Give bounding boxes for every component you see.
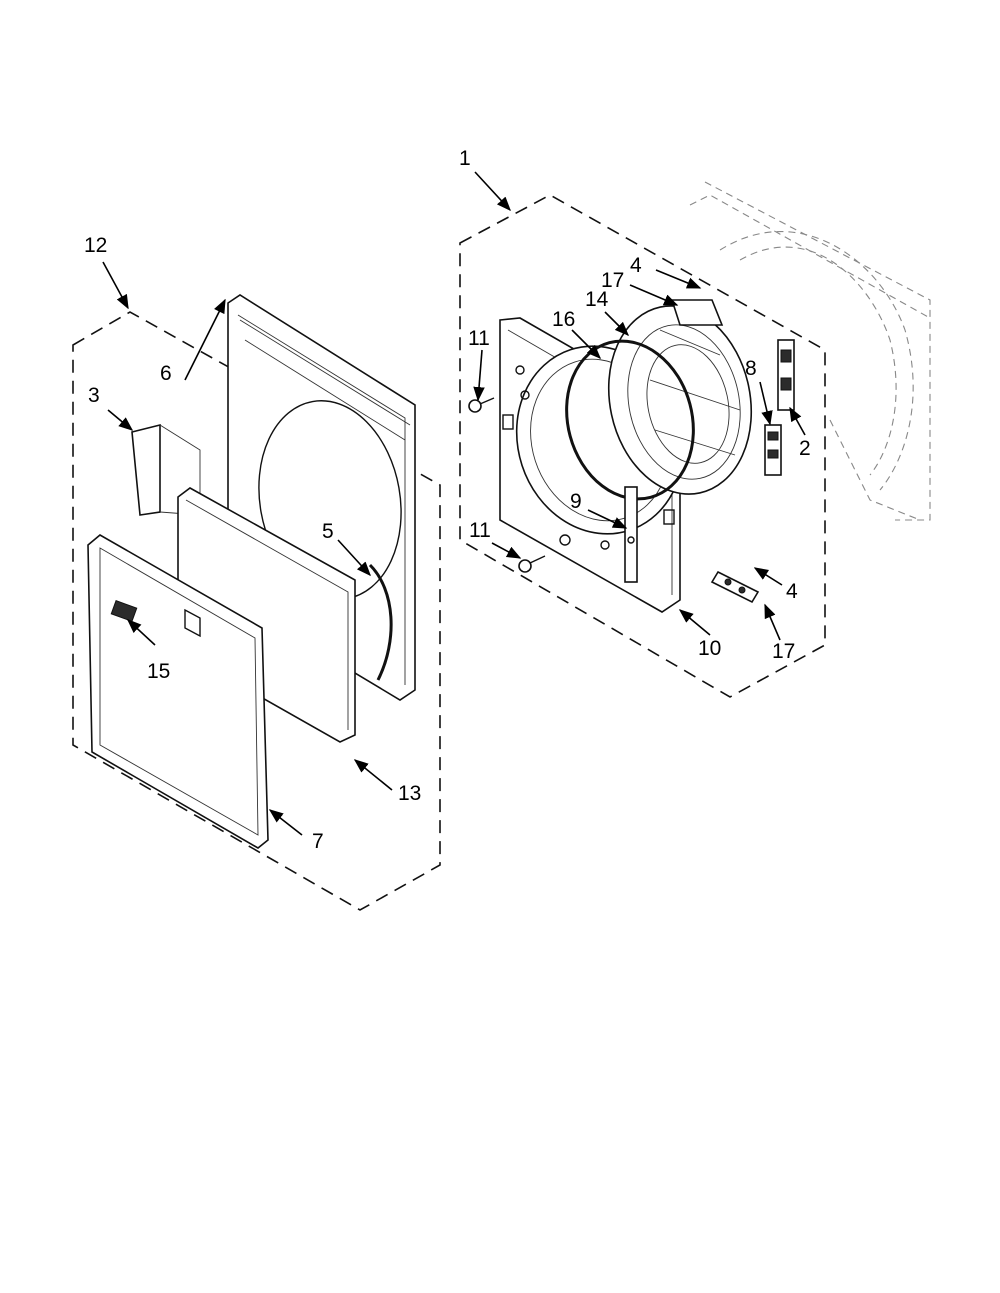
callout-7: 7 (312, 830, 324, 853)
door-gasket (565, 339, 695, 501)
callout-12: 12 (84, 234, 107, 257)
glass-seal (368, 563, 393, 681)
door-latch (777, 339, 795, 411)
callout-11-upper: 11 (468, 327, 490, 350)
callout-labels: 1 12 3 6 5 15 13 7 11 11 4 17 14 16 8 2 … (84, 147, 811, 853)
callout-17-upper: 17 (601, 269, 624, 292)
callout-17-lower: 17 (772, 640, 795, 663)
callout-6: 6 (160, 362, 172, 385)
door-hinge (624, 486, 638, 583)
callout-2: 2 (799, 437, 811, 460)
cabinet-outline (689, 181, 931, 521)
callout-13: 13 (398, 782, 421, 805)
callout-9: 9 (570, 490, 582, 513)
front-panel-assembly-group (459, 181, 931, 698)
callout-4-lower: 4 (786, 580, 798, 603)
callout-3: 3 (88, 384, 100, 407)
callout-10: 10 (698, 637, 721, 660)
lower-bracket (710, 570, 760, 604)
callout-1: 1 (459, 147, 471, 170)
door-seal-tub-ring (607, 305, 753, 495)
callout-4-upper: 4 (630, 254, 642, 277)
door-badge (110, 600, 138, 622)
screw-upper (468, 397, 495, 413)
callout-11-lower: 11 (469, 519, 491, 542)
door-assembly-group (72, 294, 441, 911)
callout-16: 16 (552, 308, 575, 331)
leader-lines (102, 171, 806, 836)
upper-bracket (670, 299, 724, 326)
door-strike (764, 424, 782, 476)
callout-5: 5 (322, 520, 334, 543)
callout-15: 15 (147, 660, 170, 683)
callout-14: 14 (585, 288, 609, 311)
group-12-boundary (72, 311, 441, 911)
screw-lower (518, 555, 546, 573)
callout-8: 8 (745, 357, 757, 380)
